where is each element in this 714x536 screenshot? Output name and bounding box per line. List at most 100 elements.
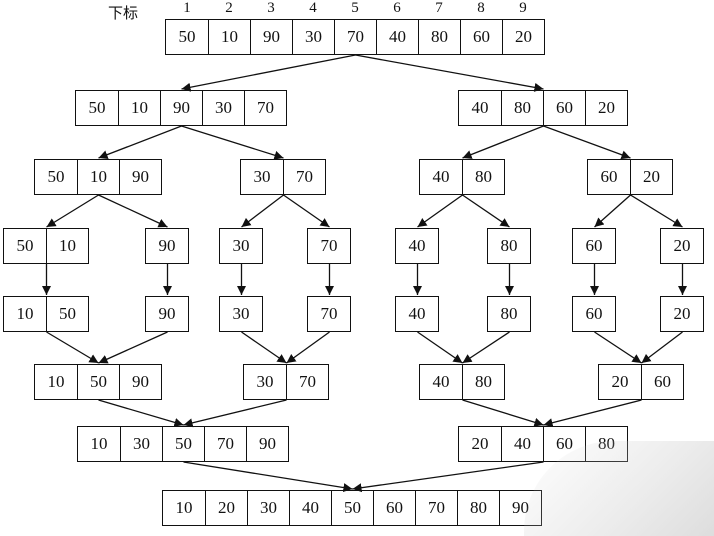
array-cell: 20 xyxy=(205,491,247,525)
arrow-root-to-L xyxy=(181,54,356,92)
arrow-LLRs-to-LLm xyxy=(98,331,168,364)
array-cell: 80 xyxy=(585,427,627,461)
array-cell: 40 xyxy=(432,372,450,391)
array-cell: 10 xyxy=(16,304,34,323)
array-cell: 70 xyxy=(334,20,376,54)
arrow-L-to-LR xyxy=(181,125,284,160)
array-cell: 80 xyxy=(457,491,499,525)
arrow-LL-to-LLR xyxy=(98,194,168,228)
arrow-LRm-to-Lm xyxy=(183,399,287,428)
array-cell: 40 xyxy=(408,236,426,255)
array-RLL: 40 xyxy=(395,228,439,264)
array-cell: 90 xyxy=(160,91,202,125)
array-cell: 50 xyxy=(16,236,34,255)
array-cell: 60 xyxy=(543,427,585,461)
index-number: 7 xyxy=(435,0,443,16)
arrow-R-to-RL xyxy=(462,125,544,159)
arrow-RLm-to-Rm xyxy=(462,399,544,427)
arrow-RLLs-to-RLm xyxy=(417,331,463,364)
arrow-L-to-LL xyxy=(98,125,182,159)
arrow-RRRs-to-RRm xyxy=(641,331,683,364)
array-LLR: 90 xyxy=(145,228,189,264)
arrow-R-to-RR xyxy=(543,125,631,160)
array-cell: 60 xyxy=(585,236,603,255)
array-cell: 60 xyxy=(585,304,603,323)
array-cell: 40 xyxy=(501,427,543,461)
index-label: 下标 xyxy=(108,4,139,22)
array-cell: 70 xyxy=(283,160,325,194)
array-cell: 20 xyxy=(585,91,627,125)
array-RRLs: 60 xyxy=(572,296,616,332)
arrow-LR-to-LRR xyxy=(283,194,330,228)
array-cell: 90 xyxy=(119,365,161,399)
array-cell: 30 xyxy=(292,20,334,54)
array-RRR: 20 xyxy=(660,228,704,264)
array-cell: 10 xyxy=(90,434,108,453)
array-LRRs: 70 xyxy=(307,296,351,332)
arrow-RRm-to-Rm xyxy=(543,399,642,428)
array-cell: 50 xyxy=(178,27,196,46)
array-cell: 30 xyxy=(232,236,250,255)
array-cell: 70 xyxy=(415,491,457,525)
array-cell: 30 xyxy=(247,491,289,525)
arrow-LLLs-to-LLm xyxy=(46,331,99,364)
array-cell: 10 xyxy=(208,20,250,54)
index-number: 2 xyxy=(225,0,233,16)
index-number: 4 xyxy=(309,0,317,16)
array-cell: 60 xyxy=(460,20,502,54)
array-LRL: 30 xyxy=(219,228,263,264)
array-cell: 20 xyxy=(502,20,544,54)
arrow-LRRs-to-LRm xyxy=(286,331,330,364)
array-cell: 60 xyxy=(373,491,415,525)
arrow-RLRs-to-RLm xyxy=(462,331,510,364)
arrow-RRLs-to-RRm xyxy=(594,331,642,364)
array-cell: 60 xyxy=(543,91,585,125)
array-cell: 50 xyxy=(77,365,119,399)
array-cell: 30 xyxy=(232,304,250,323)
arrow-LL-to-LLL xyxy=(46,194,99,228)
array-LLLs: 10 50 xyxy=(3,296,89,332)
array-cell: 40 xyxy=(289,491,331,525)
array-LRLs: 30 xyxy=(219,296,263,332)
array-cell: 50 xyxy=(88,98,106,117)
array-cell: 30 xyxy=(202,91,244,125)
array-cell: 10 xyxy=(175,498,193,517)
index-number: 8 xyxy=(477,0,485,16)
array-cell: 10 xyxy=(47,372,65,391)
array-RLRs: 80 xyxy=(487,296,531,332)
array-cell: 90 xyxy=(499,491,541,525)
array-RRL: 60 xyxy=(572,228,616,264)
array-cell: 70 xyxy=(204,427,246,461)
array-cell: 80 xyxy=(500,304,518,323)
array-cell: 30 xyxy=(253,167,271,186)
array-cell: 50 xyxy=(46,297,88,331)
index-number: 1 xyxy=(183,0,191,16)
array-cell: 40 xyxy=(376,20,418,54)
array-cell: 30 xyxy=(120,427,162,461)
array-cell: 50 xyxy=(331,491,373,525)
array-cell: 30 xyxy=(256,372,274,391)
array-cell: 70 xyxy=(244,91,286,125)
arrow-RR-to-RRL xyxy=(594,194,631,228)
arrow-RR-to-RRR xyxy=(630,194,683,228)
index-number: 9 xyxy=(519,0,527,16)
array-cell: 50 xyxy=(162,427,204,461)
arrow-RL-to-RLL xyxy=(417,194,463,228)
array-cell: 60 xyxy=(641,365,683,399)
array-cell: 20 xyxy=(630,160,672,194)
array-RLR: 80 xyxy=(487,228,531,264)
array-cell: 40 xyxy=(471,98,489,117)
arrow-root-to-R xyxy=(355,54,544,92)
arrow-LRLs-to-LRm xyxy=(241,331,287,364)
arrow-LLm-to-Lm xyxy=(98,399,184,427)
array-LRR: 70 xyxy=(307,228,351,264)
array-cell: 80 xyxy=(462,160,504,194)
array-RLLs: 40 xyxy=(395,296,439,332)
index-number: 6 xyxy=(393,0,401,16)
